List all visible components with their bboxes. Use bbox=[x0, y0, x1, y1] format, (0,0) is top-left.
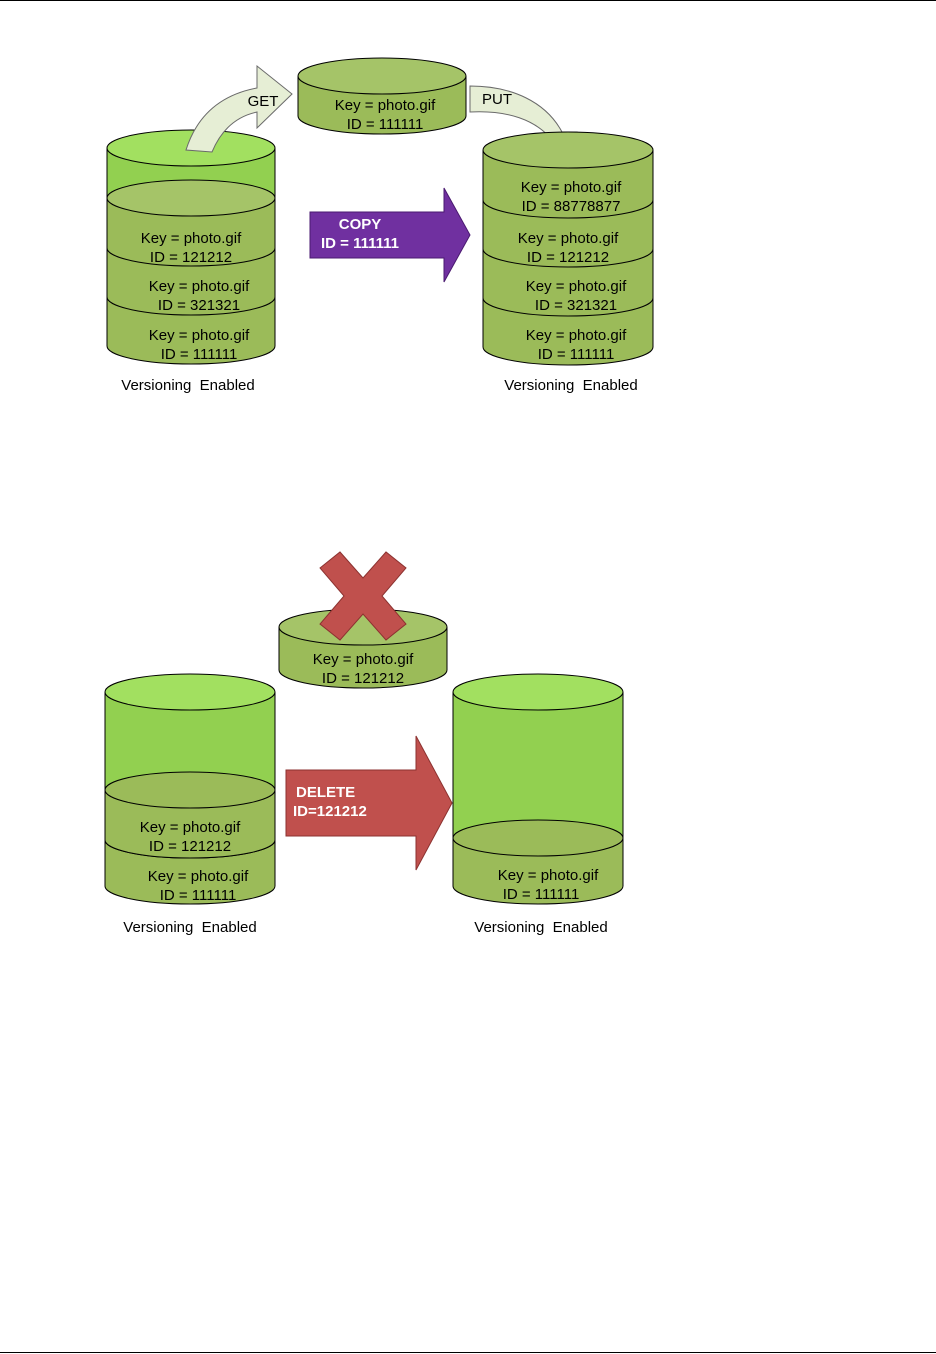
deleted-object-id: ID = 121212 bbox=[322, 670, 404, 687]
put-label: PUT bbox=[482, 91, 512, 108]
source-1-object-1-id: ID = 121212 bbox=[150, 249, 232, 266]
x-mark-icon bbox=[319, 551, 407, 641]
target-1-object-1-key: Key = photo.gif bbox=[521, 179, 622, 196]
fetched-object-id: ID = 111111 bbox=[347, 116, 424, 133]
fetched-object-key: Key = photo.gif bbox=[335, 97, 436, 114]
target-bucket-2-top bbox=[452, 673, 624, 711]
delete-arrow-shape bbox=[285, 735, 453, 871]
target-1-object-1-id: ID = 88778877 bbox=[522, 198, 621, 215]
target-bucket-1-caption: Versioning Enabled bbox=[504, 377, 637, 394]
get-label: GET bbox=[248, 93, 279, 110]
source-1-object-3-id: ID = 111111 bbox=[161, 346, 238, 363]
source-2-object-1-body bbox=[104, 790, 276, 859]
target-bucket-2: Key = photo.gif ID = 111111 Versioning E… bbox=[452, 673, 624, 936]
source-2-object-2-key: Key = photo.gif bbox=[148, 868, 249, 885]
target-2-object-1-body bbox=[452, 838, 624, 905]
target-bucket-2-caption: Versioning Enabled bbox=[474, 919, 607, 936]
target-2-object-1-key: Key = photo.gif bbox=[498, 867, 599, 884]
source-bucket-1: Key = photo.gif ID = 121212 Key = photo.… bbox=[106, 129, 276, 394]
deleted-object-key: Key = photo.gif bbox=[313, 651, 414, 668]
target-2-object-1-id: ID = 111111 bbox=[503, 886, 580, 903]
source-1-object-1-body bbox=[106, 198, 276, 267]
target-1-object-3-id: ID = 321321 bbox=[535, 297, 617, 314]
fetched-object-top bbox=[297, 57, 467, 95]
target-1-object-2-key: Key = photo.gif bbox=[518, 230, 619, 247]
delete-id: ID=121212 bbox=[293, 803, 367, 820]
source-bucket-2: Key = photo.gif ID = 121212 Key = photo.… bbox=[104, 673, 276, 936]
target-1-object-3-key: Key = photo.gif bbox=[526, 278, 627, 295]
figure-copy: Key = photo.gif ID = 121212 Key = photo.… bbox=[106, 57, 654, 394]
copy-id: ID = 111111 bbox=[321, 235, 399, 252]
target-1-object-1-body bbox=[482, 150, 654, 219]
source-1-object-1-top bbox=[106, 179, 276, 217]
target-2-object-1-top bbox=[452, 819, 624, 857]
source-1-object-2-id: ID = 321321 bbox=[158, 297, 240, 314]
source-bucket-1-caption: Versioning Enabled bbox=[121, 377, 254, 394]
source-1-object-2-key: Key = photo.gif bbox=[149, 278, 250, 295]
source-2-object-2-id: ID = 111111 bbox=[160, 887, 237, 904]
source-1-object-1-key: Key = photo.gif bbox=[141, 230, 242, 247]
target-1-object-4-key: Key = photo.gif bbox=[526, 327, 627, 344]
copy-label: COPY bbox=[339, 216, 382, 233]
target-1-object-2-id: ID = 121212 bbox=[527, 249, 609, 266]
copy-arrow: COPY ID = 111111 bbox=[309, 187, 471, 283]
source-bucket-2-top bbox=[104, 673, 276, 711]
deleted-object: Key = photo.gif ID = 121212 bbox=[278, 551, 448, 689]
target-1-object-1-top bbox=[482, 131, 654, 169]
copy-arrow-shape bbox=[309, 187, 471, 283]
source-2-object-1-key: Key = photo.gif bbox=[140, 819, 241, 836]
target-1-object-4-id: ID = 111111 bbox=[538, 346, 615, 363]
get-arrow-shape bbox=[185, 64, 293, 153]
target-bucket-1: Key = photo.gif ID = 88778877 Key = phot… bbox=[482, 131, 654, 394]
source-2-object-1-top bbox=[104, 771, 276, 809]
get-arrow: GET bbox=[185, 64, 293, 153]
figure-delete: Key = photo.gif ID = 121212 Key = photo.… bbox=[104, 551, 624, 936]
fetched-object: Key = photo.gif ID = 111111 bbox=[297, 57, 467, 135]
bottom-rule bbox=[0, 1352, 936, 1353]
delete-label: DELETE bbox=[296, 784, 355, 801]
source-2-object-1-id: ID = 121212 bbox=[149, 838, 231, 855]
source-bucket-2-caption: Versioning Enabled bbox=[123, 919, 256, 936]
top-rule bbox=[0, 0, 936, 1]
delete-arrow: DELETE ID=121212 bbox=[285, 735, 453, 871]
source-1-object-3-key: Key = photo.gif bbox=[149, 327, 250, 344]
